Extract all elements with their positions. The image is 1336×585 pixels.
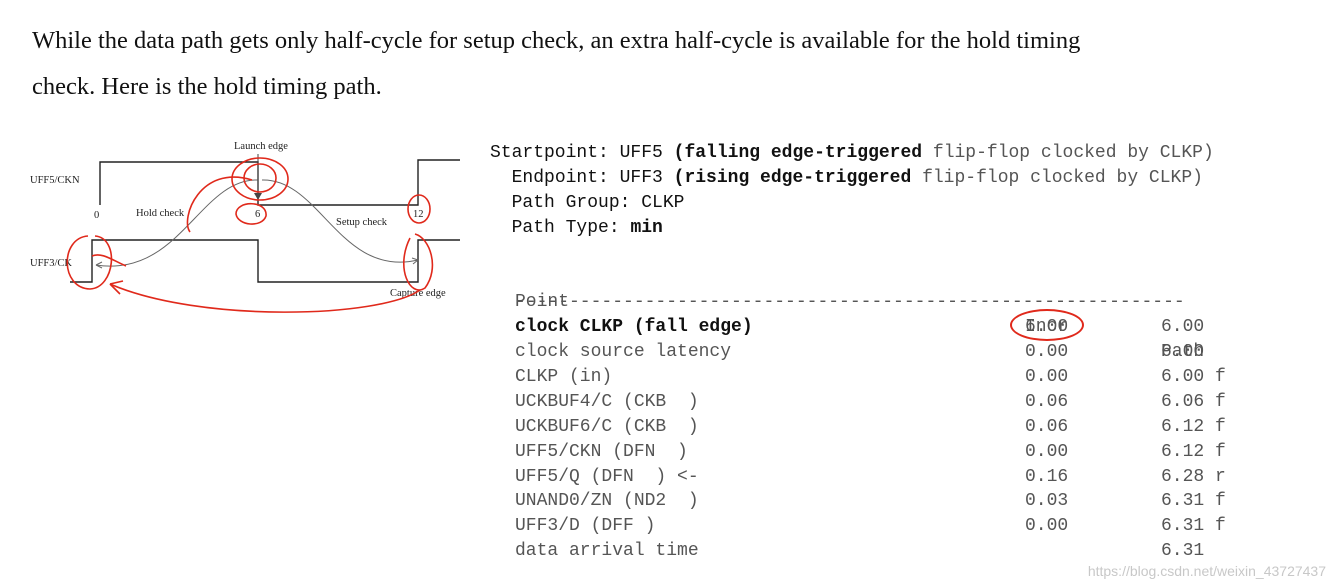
report-row: UCKBUF4/C (CKB ) 0.06 6.06 f [490, 390, 1320, 415]
hold-check-label: Hold check [136, 208, 185, 219]
time-0-label: 0 [94, 210, 99, 221]
red-annotations [66, 157, 434, 313]
row-path: 6.06 f [1161, 391, 1226, 412]
row-point: UFF5/Q (DFN ) <- [515, 466, 699, 487]
intro-paragraph: While the data path gets only half-cycle… [32, 18, 1322, 110]
report-row: clock source latency 0.00 6.00 [490, 340, 1320, 365]
time-12-label: 12 [413, 209, 424, 220]
row-point: UCKBUF6/C (CKB ) [515, 416, 699, 437]
paragraph-line-2: check. Here is the hold timing path. [32, 73, 382, 100]
uff3-ck-label: UFF3/CK [30, 258, 72, 269]
report-row: clock CLKP (fall edge) 6.00 6.00 [490, 315, 1320, 340]
row-point: clock CLKP (fall edge) [515, 317, 753, 338]
row-incr: 0.06 [1025, 416, 1069, 437]
startpoint-suffix: flip-flop clocked by CLKP) [922, 143, 1214, 163]
row-incr: 6.00 [1025, 317, 1069, 338]
endpoint-line: Endpoint: UFF3 (rising edge-triggered fl… [490, 166, 1320, 191]
header-path: Path [1161, 342, 1205, 363]
paragraph-line-1: While the data path gets only half-cycle… [32, 27, 1081, 54]
row-incr: 0.00 [1025, 367, 1069, 388]
row-incr: 0.06 [1025, 391, 1069, 412]
row-path: 6.12 f [1161, 441, 1226, 462]
row-incr: 0.16 [1025, 466, 1069, 487]
row-point: UFF3/D (DFF ) [515, 516, 656, 537]
uff5-ckn-label: UFF5/CKN [30, 175, 80, 186]
row-path: 6.12 f [1161, 416, 1226, 437]
row-path: 6.00 f [1161, 367, 1226, 388]
row-point: UCKBUF4/C (CKB ) [515, 391, 699, 412]
row-point: clock source latency [515, 342, 732, 363]
launch-edge-label: Launch edge [234, 141, 288, 152]
report-row: UFF3/D (DFF ) 0.00 6.31 f [490, 514, 1320, 539]
report-row: CLKP (in) 0.00 6.00 f [490, 365, 1320, 390]
report-row: UFF5/CKN (DFN ) 0.00 6.12 f [490, 440, 1320, 465]
header-point: Point [515, 292, 570, 313]
blank-line [490, 241, 1320, 266]
path-type-prefix: Path Type: [511, 217, 631, 238]
timing-report: Startpoint: UFF5 (falling edge-triggered… [490, 141, 1320, 564]
path-group: Path Group: CLKP [511, 192, 685, 213]
endpoint-suffix: flip-flop clocked by CLKP) [911, 167, 1203, 188]
uff3-ck-waveform [70, 239, 460, 283]
incr-highlight-circle [1010, 309, 1084, 341]
row-path: 6.00 [1161, 342, 1205, 363]
time-6-label: 6 [255, 209, 260, 220]
startpoint-line: Startpoint: UFF5 (falling edge-triggered… [490, 141, 1320, 166]
row-incr: 0.03 [1025, 491, 1069, 512]
row-point: data arrival time [515, 541, 699, 562]
timing-diagram: Launch edge UFF5/CKN UFF3/CK 0 6 12 Hold… [30, 141, 460, 313]
endpoint-bold: (rising edge-triggered [673, 167, 912, 188]
separator-line: ----------------------------------------… [490, 290, 1320, 315]
row-incr: 0.00 [1025, 441, 1069, 462]
path-group-line: Path Group: CLKP [490, 191, 1320, 216]
row-path: 6.31 f [1161, 516, 1226, 537]
report-row: UCKBUF6/C (CKB ) 0.06 6.12 f [490, 415, 1320, 440]
report-row: UFF5/Q (DFN ) <- 0.16 6.28 r [490, 465, 1320, 490]
capture-edge-label: Capture edge [390, 288, 446, 299]
row-incr: 0.00 [1025, 516, 1069, 537]
report-row: data arrival time 6.31 [490, 539, 1320, 564]
header-incr: Incr [1025, 317, 1069, 338]
row-path: 6.31 [1161, 541, 1205, 562]
row-path: 6.31 f [1161, 491, 1226, 512]
path-type-value: min [630, 217, 663, 238]
report-row: UNAND0/ZN (ND2 ) 0.03 6.31 f [490, 489, 1320, 514]
row-path: 6.28 r [1161, 466, 1226, 487]
watermark: https://blog.csdn.net/weixin_43727437 [1087, 563, 1326, 579]
hold-check-arc [95, 179, 259, 267]
startpoint-prefix: Startpoint: UFF5 [490, 143, 674, 163]
row-point: UNAND0/ZN (ND2 ) [515, 491, 699, 512]
row-point: UFF5/CKN (DFN ) [515, 441, 688, 462]
endpoint-prefix: Endpoint: UFF3 [511, 167, 674, 188]
column-headers: Point Incr Path [490, 265, 1320, 362]
separator: ----------------------------------------… [515, 292, 1185, 313]
row-point: CLKP (in) [515, 367, 613, 388]
setup-check-label: Setup check [336, 217, 388, 228]
row-incr: 0.00 [1025, 342, 1069, 363]
row-path: 6.00 [1161, 317, 1205, 338]
setup-check-arc [261, 179, 419, 263]
startpoint-bold: (falling edge-triggered [673, 143, 923, 163]
path-type-line: Path Type: min [490, 216, 1320, 241]
